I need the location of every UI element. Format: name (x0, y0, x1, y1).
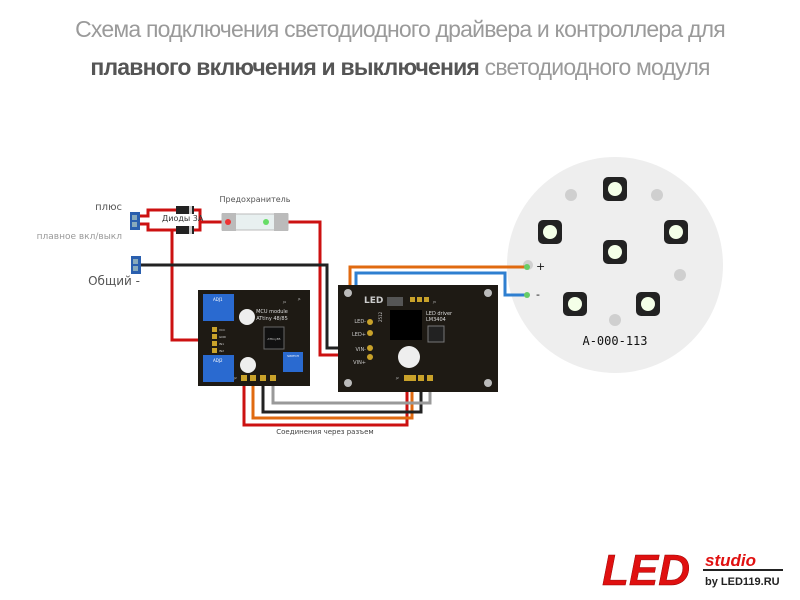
led-minus-label: - (536, 288, 540, 301)
terminal-power (130, 212, 140, 230)
vin-plus-pin: VIN+ (353, 360, 366, 366)
ledstudio-logo: LED studio by LED119.RU (602, 546, 783, 595)
logo-by: by LED119.RU (705, 576, 780, 588)
diodes (176, 206, 194, 234)
terminal-ground (131, 256, 141, 274)
inductor-label: 2512 (378, 311, 383, 322)
mcu-subtitle: ATtiny 48/85 (256, 316, 288, 322)
pin-vcc: VCC (219, 328, 225, 332)
driver-logo: LED (364, 296, 383, 306)
title-line2: плавного включения и выключения светодио… (0, 54, 800, 81)
mcu-j2-label: J2 (233, 376, 237, 380)
module-id: A-000-113 (582, 334, 647, 348)
led-driver: LED LED driver LM3404 2512 LED- LED+ VIN- V… (338, 285, 498, 392)
driver-title: LED driver (426, 311, 453, 317)
fuse-label: Предохранитель (220, 195, 291, 204)
led-plus-label: + (536, 260, 545, 273)
mcu-title: MCU module (256, 309, 288, 315)
driver-j2-label: J2 (395, 376, 399, 380)
chip-label: ATtiny85 (267, 337, 280, 341)
driver-subtitle: LM3404 (426, 317, 446, 323)
mcu-module: ADJ1 ADJ2 ATtiny85 MCU module ATtiny 48/… (198, 290, 310, 386)
led-plus-pin: LED+ (352, 332, 366, 338)
j4-label: J4 (282, 300, 286, 304)
adj2-label: ADJ2 (213, 358, 223, 363)
diodes-label: Диоды 3А (162, 214, 204, 223)
title-rest: светодиодного модуля (479, 54, 711, 80)
soft-label: плавное вкл/выкл (37, 232, 122, 242)
logo-main: LED (602, 546, 690, 595)
pin-gnd: GND (219, 335, 227, 339)
pin-in2: IN2 (219, 349, 224, 353)
title-line1: Схема подключения светодиодного драйвера… (75, 16, 726, 42)
title-bold: плавного включения и выключения (90, 54, 480, 80)
j3-label: J3 (432, 300, 436, 304)
led-module: A-000-113 + - (507, 157, 723, 373)
j1-label: J1 (297, 297, 301, 301)
switch-label: SWITCH (287, 354, 299, 358)
adj1-label: ADJ1 (213, 297, 223, 302)
led-minus-pin: LED- (354, 319, 366, 325)
connection-label: Соединения через разъем (276, 428, 373, 436)
logo-studio: studio (705, 551, 756, 570)
fuse (221, 213, 289, 231)
vin-minus-pin: VIN- (356, 347, 367, 353)
common-label: Общий - (88, 274, 140, 288)
pin-in1: IN1 (219, 342, 224, 346)
plus-label: плюс (95, 202, 122, 213)
